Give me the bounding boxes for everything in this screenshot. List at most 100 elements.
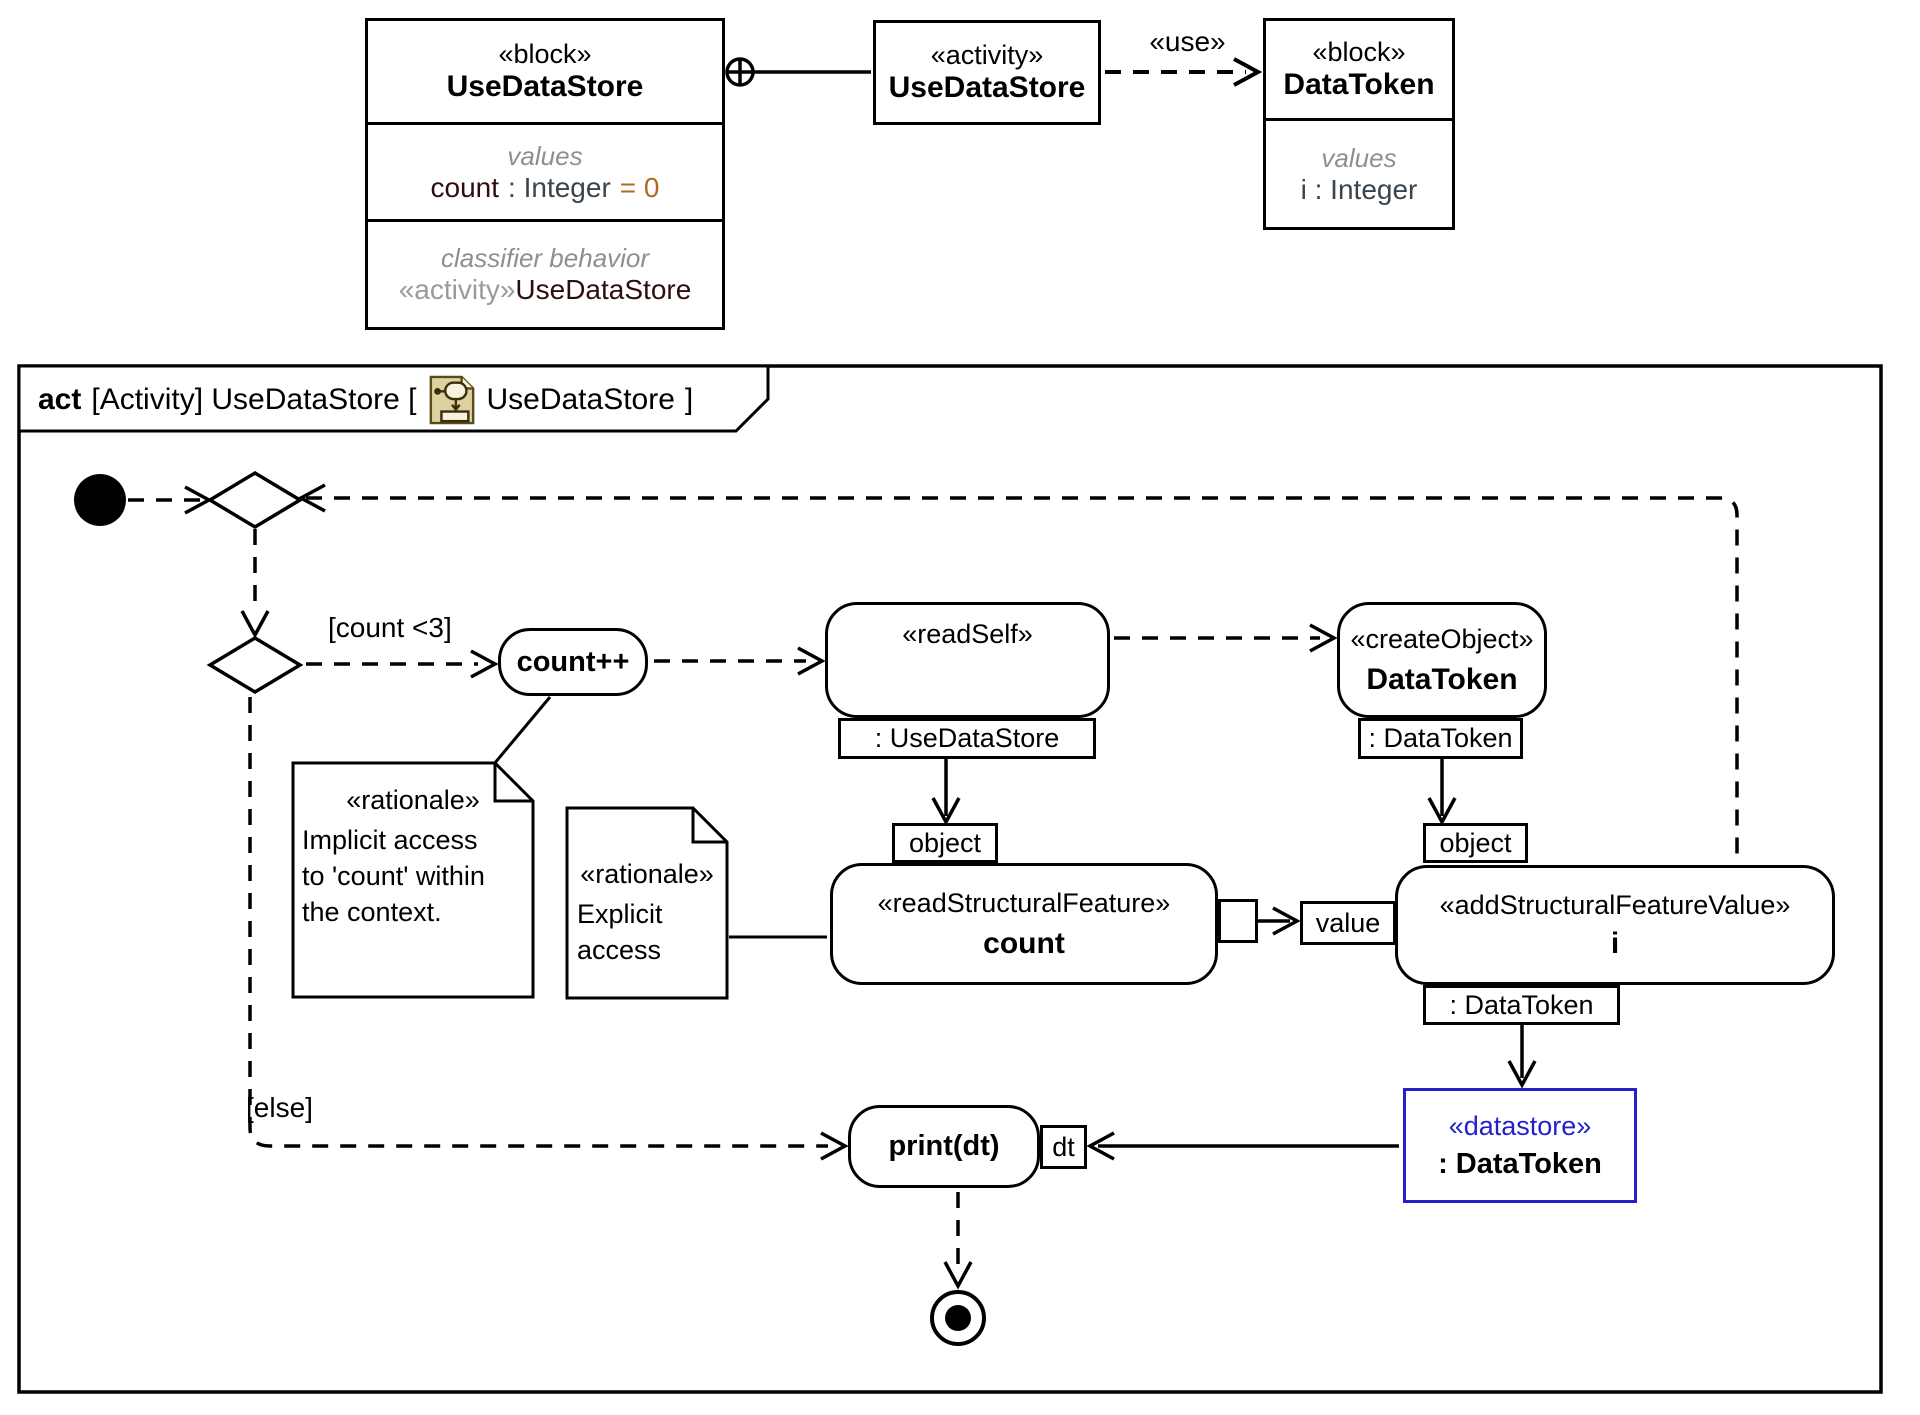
frame-kind-label: act (38, 383, 82, 416)
arrowhead-into-count-icon (470, 649, 499, 679)
note-stereotype: «rationale» (580, 859, 714, 889)
block-name: UseDataStore (446, 70, 644, 103)
arrowhead-into-value-icon (1272, 906, 1301, 936)
edge-loopback-to-merge (306, 496, 1739, 862)
values-compartment-label: values (1321, 142, 1397, 173)
block-name: DataToken (1283, 68, 1435, 101)
pin-addsfv-value: value (1300, 901, 1396, 945)
note-implicit-fold-icon (493, 763, 533, 803)
note-line: Explicit (577, 899, 663, 929)
value-type: : Integer (508, 171, 611, 203)
block-datatoken-header: «block» DataToken (1266, 21, 1452, 121)
block-usedatastore-values: values count: Integer= 0 (368, 125, 722, 222)
use-dependency-label: «use» (1149, 26, 1226, 57)
pin-readself-result: : UseDataStore (838, 718, 1096, 759)
datastore-stereotype: «datastore» (1448, 1110, 1592, 1141)
activity-diagram-icon (430, 375, 475, 425)
action-count-increment: count++ (498, 628, 648, 696)
edge-else-to-print (248, 697, 828, 1148)
circle-plus-icon (725, 57, 755, 87)
action-name: DataToken (1366, 662, 1518, 696)
note-line: to 'count' within (302, 861, 485, 891)
initial-node (74, 474, 126, 526)
arrowhead-into-merge-left-icon (184, 485, 213, 515)
pin-createobject-result: : DataToken (1358, 718, 1523, 759)
pin-print-dt: dt (1040, 1125, 1087, 1169)
note-line: access (577, 935, 662, 965)
arrowhead-into-object1-icon (931, 797, 961, 826)
block-usedatastore: «block» UseDataStore values count: Integ… (365, 18, 725, 330)
arrowhead-into-print-icon (820, 1131, 849, 1161)
decision-node (206, 635, 304, 695)
note-line: the context. (302, 897, 442, 927)
value-property-i: i : Integer (1300, 173, 1418, 205)
block-datatoken-values: values i : Integer (1266, 121, 1452, 227)
arrowhead-into-readself-icon (797, 646, 826, 676)
pin-addsfv-object: object (1423, 823, 1528, 863)
action-createobject: «createObject» DataToken (1337, 602, 1547, 718)
pin-readsf-object: object (892, 823, 998, 863)
note-stereotype: «rationale» (346, 785, 480, 815)
activity-frame-border (17, 364, 1883, 1394)
behavior-compartment-label: classifier behavior (440, 243, 650, 273)
action-name: count (983, 926, 1065, 960)
action-addstructuralfeaturevalue: «addStructuralFeatureValue» i (1395, 865, 1835, 985)
frame-diagram-name: UseDataStore (486, 383, 675, 416)
action-print: print(dt) (848, 1105, 1040, 1188)
values-compartment-label: values (507, 140, 583, 171)
value-default: = 0 (619, 171, 660, 203)
frame-title-tab (17, 364, 770, 433)
note-explicit-shape (565, 806, 729, 1000)
arrowhead-into-decision-icon (240, 610, 270, 639)
note-shapes (291, 761, 729, 1000)
note-explicit-fold-icon (691, 808, 727, 844)
note-implicit-access: «rationale» Implicit access to 'count' w… (302, 782, 524, 930)
merge-node (206, 470, 304, 530)
datastore-node: «datastore» : DataToken (1403, 1088, 1637, 1203)
value-property-count: count: Integer= 0 (431, 172, 660, 204)
action-readstructuralfeature: «readStructuralFeature» count (830, 863, 1218, 985)
arrowhead-into-merge-right-icon (297, 483, 326, 513)
value-name: count (430, 171, 500, 203)
action-stereotype: «createObject» (1350, 623, 1534, 654)
action-stereotype: «addStructuralFeatureValue» (1439, 889, 1791, 920)
block-usedatastore-behavior: classifier behavior «activity»UseDataSto… (368, 222, 722, 327)
pin-addsfv-result: : DataToken (1423, 985, 1620, 1025)
block-stereotype: «block» (1312, 37, 1406, 67)
activity-name: UseDataStore (888, 71, 1086, 104)
action-readself: «readSelf» (825, 602, 1110, 718)
note-line: Implicit access (302, 825, 478, 855)
action-stereotype: «readStructuralFeature» (877, 887, 1171, 918)
activity-usedatastore-node: «activity» UseDataStore (873, 20, 1101, 125)
action-stereotype: «readSelf» (902, 619, 1033, 649)
block-stereotype: «block» (498, 39, 592, 69)
arrowhead-icons (184, 483, 1537, 1290)
action-label: count++ (516, 645, 630, 678)
arrowhead-into-final-icon (943, 1261, 973, 1290)
activity-stereotype: «activity» (930, 40, 1044, 70)
block-datatoken: «block» DataToken values i : Integer (1263, 18, 1455, 230)
guard-count-label: [count <3] (328, 612, 452, 643)
control-flow-edges (128, 496, 1739, 1266)
pin-readsf-result (1218, 899, 1258, 943)
arrowhead-into-datastore-icon (1507, 1060, 1537, 1089)
datastore-name: : DataToken (1438, 1147, 1602, 1180)
guard-else-label: [else] (246, 1092, 313, 1123)
frame-close-bracket: ] (684, 383, 694, 416)
action-name: i (1610, 926, 1620, 960)
use-arrowhead-icon (1233, 57, 1263, 87)
object-flow-edges (944, 759, 1524, 1148)
arrowhead-into-object2-icon (1427, 797, 1457, 826)
frame-type-label: [Activity] UseDataStore [ (91, 383, 417, 416)
note-implicit-shape (291, 761, 535, 999)
final-node (930, 1290, 986, 1346)
frame-title: act [Activity] UseDataStore [ UseDataSto… (38, 374, 693, 426)
note-explicit-access: «rationale» Explicit access (577, 856, 717, 968)
block-usedatastore-header: «block» UseDataStore (368, 21, 722, 125)
arrowhead-into-createobject-icon (1309, 623, 1338, 653)
action-label: print(dt) (888, 1130, 1000, 1162)
note-anchor-implicit (492, 696, 552, 765)
arrowhead-into-dtpin-icon (1086, 1131, 1115, 1161)
